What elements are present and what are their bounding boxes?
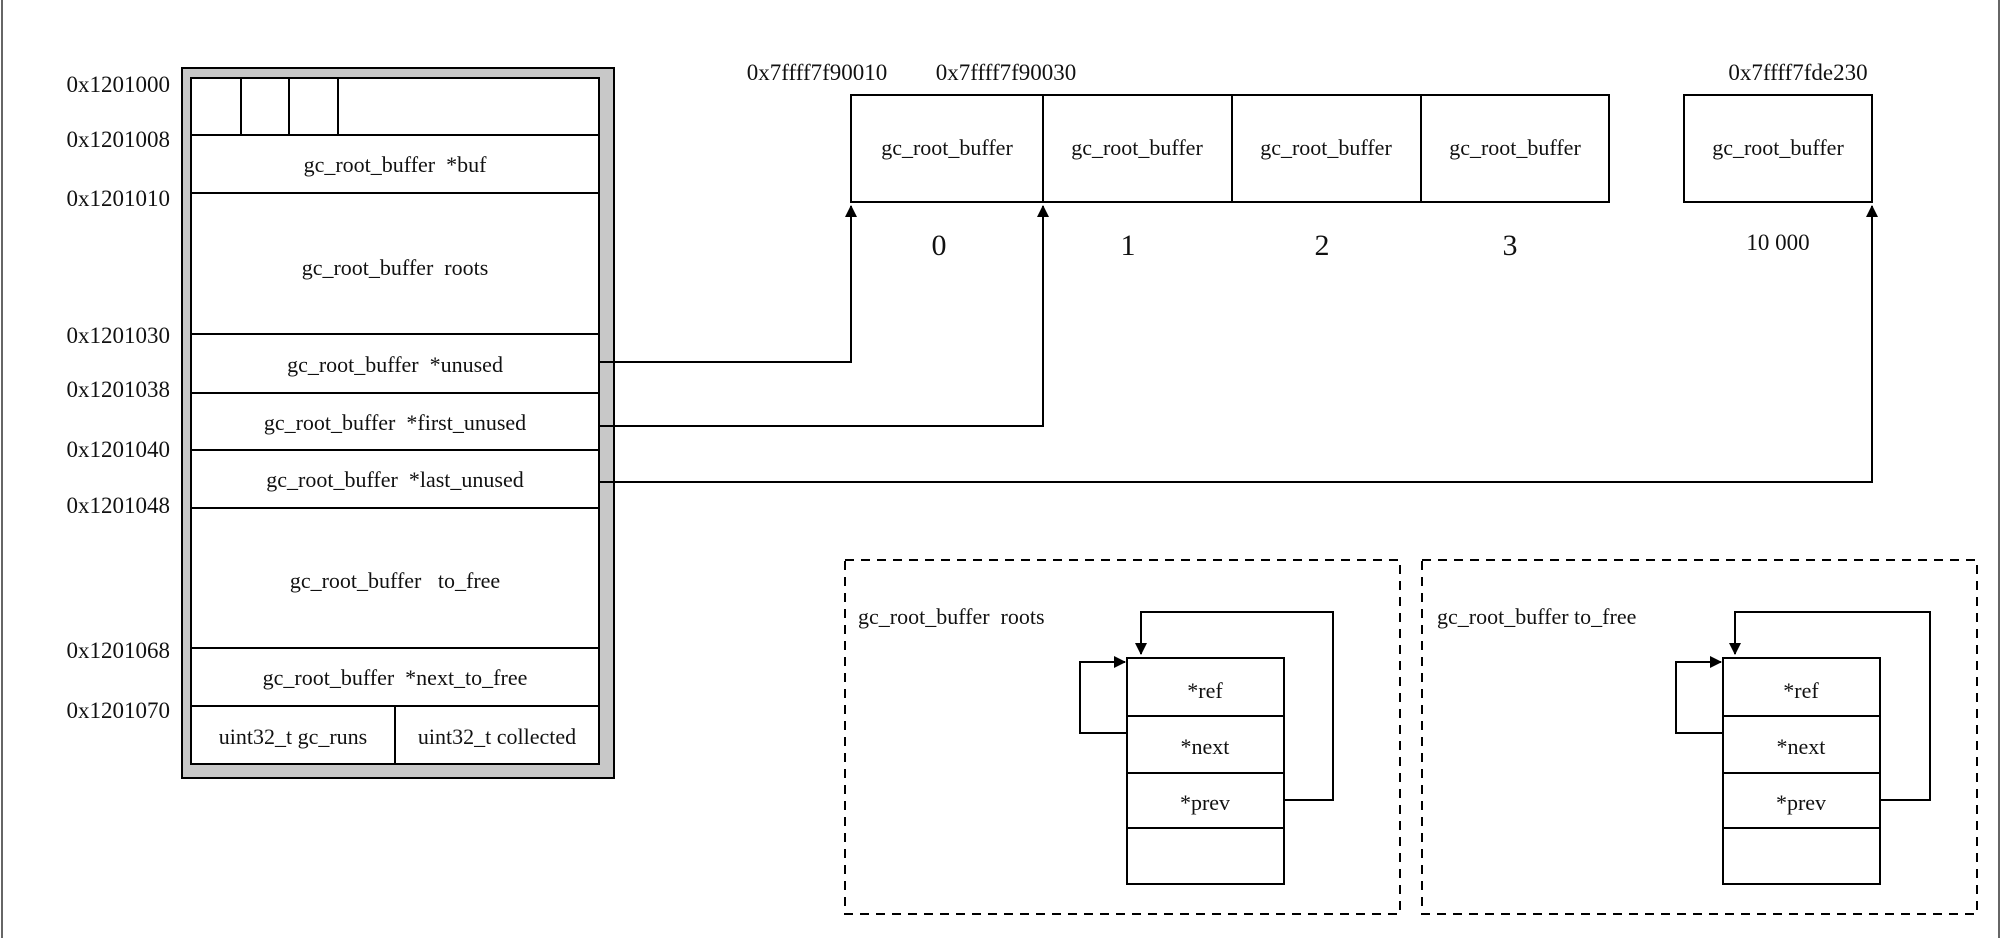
first-unused-pointer-arrow: [599, 205, 1049, 427]
to-free-panel-title: gc_root_buffer to_free: [1437, 604, 1636, 629]
gc-struct-block: gc_root_buffer *buf gc_root_buffer roots…: [181, 67, 615, 779]
array-cell: gc_root_buffer: [1071, 135, 1203, 160]
array-last-index: 10 000: [1746, 230, 1809, 255]
field-collected: uint32_t collected: [418, 724, 576, 749]
node-field-next: *next: [1777, 734, 1826, 759]
field-buf: gc_root_buffer *buf: [304, 152, 488, 177]
array-cell: gc_root_buffer: [1449, 135, 1581, 160]
array-address-first: 0x7ffff7f90010: [747, 60, 888, 85]
roots-prev-self-arrow: [1135, 611, 1334, 801]
last-unused-pointer-arrow: [599, 205, 1878, 483]
address-label: 0x1201038: [67, 377, 171, 402]
node-field-ref: *ref: [1187, 678, 1223, 703]
node-field-prev: *prev: [1776, 790, 1826, 815]
array-index: 1: [1121, 229, 1136, 262]
node-field-next: *next: [1181, 734, 1230, 759]
roots-next-self-arrow: [1079, 656, 1127, 734]
field-gc-runs: uint32_t gc_runs: [219, 724, 368, 749]
address-label: 0x1201010: [67, 186, 171, 211]
field-next-to-free: gc_root_buffer *next_to_free: [263, 665, 528, 690]
address-label: 0x1201008: [67, 127, 171, 152]
address-label: 0x1201040: [67, 437, 171, 462]
to-free-panel: gc_root_buffer to_free *ref *next *prev: [1421, 559, 1978, 915]
node-field-prev: *prev: [1180, 790, 1230, 815]
buffer-array: 0x7ffff7f90010 0x7ffff7f90030 0x7ffff7fd…: [747, 60, 1873, 262]
field-first-unused: gc_root_buffer *first_unused: [264, 410, 526, 435]
node-field-ref: *ref: [1783, 678, 1819, 703]
to-free-next-self-arrow: [1675, 656, 1723, 734]
unused-pointer-arrow: [599, 205, 857, 363]
array-last-cell: gc_root_buffer: [1712, 135, 1844, 160]
address-label: 0x1201068: [67, 638, 171, 663]
array-index: 2: [1315, 229, 1330, 262]
array-address-second: 0x7ffff7f90030: [936, 60, 1077, 85]
address-label: 0x1201030: [67, 323, 171, 348]
array-index: 3: [1503, 229, 1518, 262]
struct-addresses: 0x1201000 0x1201008 0x1201010 0x1201030 …: [67, 72, 171, 723]
address-label: 0x1201000: [67, 72, 171, 97]
field-unused: gc_root_buffer *unused: [287, 352, 503, 377]
field-roots: gc_root_buffer roots: [302, 255, 489, 280]
to-free-prev-self-arrow: [1729, 611, 1931, 801]
address-label: 0x1201048: [67, 493, 171, 518]
array-cell: gc_root_buffer: [881, 135, 1013, 160]
array-address-last: 0x7ffff7fde230: [1728, 60, 1867, 85]
field-to-free: gc_root_buffer to_free: [290, 568, 500, 593]
field-last-unused: gc_root_buffer *last_unused: [266, 467, 523, 492]
array-cell: gc_root_buffer: [1260, 135, 1392, 160]
array-index: 0: [932, 229, 947, 262]
address-label: 0x1201070: [67, 698, 171, 723]
roots-panel-title: gc_root_buffer roots: [858, 604, 1045, 629]
roots-panel: gc_root_buffer roots *ref *next *prev: [844, 559, 1401, 915]
